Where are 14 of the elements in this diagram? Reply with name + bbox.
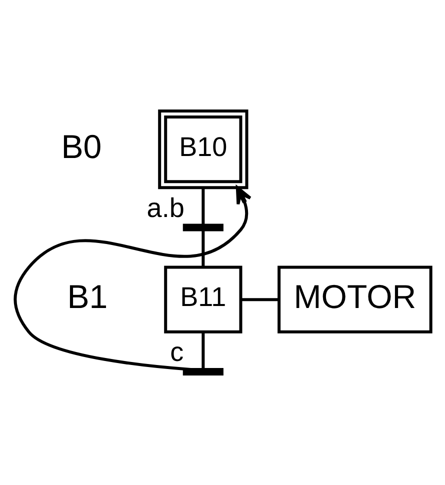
connector (201, 332, 204, 370)
connector (240, 298, 278, 302)
node-label: a.b (146, 192, 184, 223)
arrow (13, 186, 252, 371)
node-box: MOTOR (277, 266, 432, 334)
label: B0 (60, 128, 102, 166)
node-box: B11 (164, 266, 242, 334)
label: B1 (66, 279, 108, 316)
connector (201, 188, 204, 226)
node-box: B10 (158, 110, 248, 190)
node-label: c (170, 337, 184, 368)
node-bar (182, 224, 223, 232)
connector (201, 230, 204, 268)
node-bar (182, 368, 223, 376)
